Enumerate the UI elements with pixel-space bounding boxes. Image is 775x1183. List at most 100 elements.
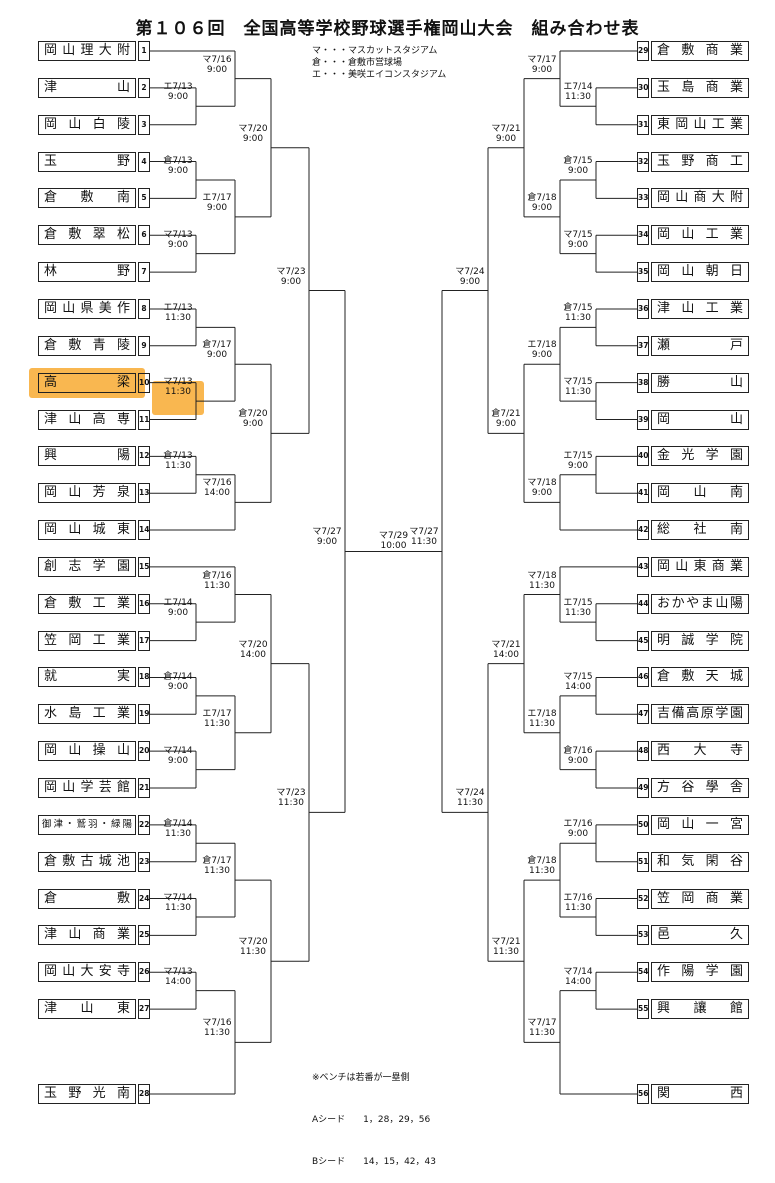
game-date: マ7/29 [378, 531, 409, 542]
team-name: 玉島商業 [651, 77, 749, 98]
game-time: 11:30 [165, 460, 191, 471]
game-time: 11:30 [493, 947, 519, 958]
team-name: 金光学園 [651, 446, 749, 467]
team-number: 35 [637, 262, 649, 283]
team-number: 18 [138, 667, 150, 688]
team-name: 総社南 [651, 520, 749, 541]
game-date: エ7/18 [527, 708, 557, 719]
game-time: 9:00 [531, 350, 553, 361]
team-name: 東岡山工業 [651, 114, 749, 135]
game-time: 11:30 [165, 387, 191, 398]
game-date: マ7/23 [276, 788, 306, 799]
game-time: 10:00 [380, 541, 407, 552]
game-date: マ7/15 [563, 229, 593, 240]
game-date: マ7/17 [527, 54, 557, 65]
game-date: 倉7/17 [202, 340, 232, 351]
team-number: 38 [637, 372, 649, 393]
game-time: 11:30 [204, 718, 230, 729]
game-time: 9:00 [206, 64, 228, 75]
game-time: 11:30 [165, 313, 191, 324]
game-date: エ7/13 [163, 303, 193, 314]
game-time: 11:30 [529, 866, 555, 877]
team-number: 5 [138, 188, 150, 209]
team-name: 津山東 [38, 999, 136, 1020]
team-number: 1 [138, 41, 150, 61]
team-name: 岡山南 [651, 483, 749, 504]
legend-item: マ・・・マスカットスタジアム [312, 46, 438, 56]
team-name: 岡山白陵 [38, 114, 136, 135]
seed-b-note: Bシード 14，15，42，43 [312, 1157, 436, 1167]
team-name: 岡 山 [651, 409, 749, 430]
team-name: 玉野商工 [651, 151, 749, 172]
game-date: エ7/15 [563, 450, 593, 461]
team-name: 倉敷南 [38, 188, 136, 209]
game-time: 11:30 [240, 947, 266, 958]
game-date: マ7/16 [202, 54, 232, 65]
bracket-lines [150, 50, 637, 1095]
team-number: 24 [138, 888, 150, 909]
team-name: 津山高専 [38, 409, 136, 430]
game-time: 11:30 [165, 829, 191, 840]
team-name: 瀬 戸 [651, 335, 749, 356]
game-time: 9:00 [167, 239, 189, 250]
team-name: 玉野光南 [38, 1084, 136, 1104]
team-name: 津山工業 [651, 298, 749, 319]
legend-item: エ・・・美咲エイコンスタジアム [312, 70, 447, 80]
game-time: 9:00 [567, 165, 589, 176]
game-time: 11:30 [278, 798, 304, 809]
team-name: 興 陽 [38, 446, 136, 467]
team-name: 倉敷古城池 [38, 851, 136, 872]
team-name: 岡山大安寺 [38, 962, 136, 983]
game-time: 9:00 [567, 755, 589, 766]
game-time: 11:30 [411, 537, 437, 548]
game-time: 11:30 [165, 902, 191, 913]
team-name: 創志学園 [38, 556, 136, 577]
team-number: 46 [637, 667, 649, 688]
team-name: おかやま山陽 [651, 593, 749, 614]
game-date: マ7/13 [163, 377, 193, 388]
game-date: マ7/13 [163, 229, 193, 240]
game-date: マ7/14 [563, 966, 593, 977]
team-number: 51 [637, 851, 649, 872]
team-number: 25 [138, 925, 150, 946]
team-number: 8 [138, 298, 150, 319]
game-date: マ7/16 [202, 478, 232, 489]
team-number: 45 [637, 630, 649, 651]
game-date: 倉7/13 [163, 450, 193, 461]
team-name: 和気閑谷 [651, 851, 749, 872]
game-time: 11:30 [204, 866, 230, 877]
game-time: 9:00 [531, 202, 553, 213]
